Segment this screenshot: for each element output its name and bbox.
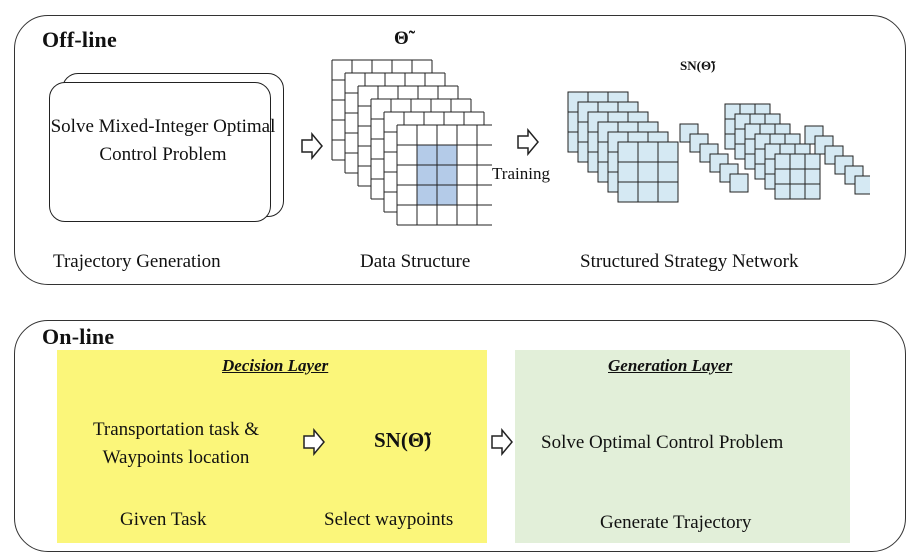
network-block — [854, 175, 870, 195]
offline-title: Off-line — [42, 27, 117, 52]
decision-layer-box — [57, 350, 487, 543]
arrow-right-icon — [301, 132, 323, 160]
training-label: Training — [492, 164, 550, 183]
task-text: Transportation task & Waypoints location — [92, 419, 260, 468]
theta-label: Θ̃ — [394, 28, 409, 49]
generation-layer-box — [515, 350, 850, 543]
arrow-right-icon — [303, 428, 325, 456]
arrow-right-icon — [491, 428, 513, 456]
network-sn-label: SN(Θ̃) — [680, 58, 716, 73]
arrow-right-icon — [517, 128, 539, 156]
decision-layer-title: Decision Layer — [222, 356, 329, 375]
caption-structured-strategy-network: Structured Strategy Network — [580, 251, 799, 272]
generation-layer-title: Generation Layer — [608, 356, 733, 375]
caption-select-waypoints: Select waypoints — [324, 509, 454, 530]
caption-generate-trajectory: Generate Trajectory — [600, 512, 752, 533]
solve-ocp-text: Solve Optimal Control Problem — [541, 432, 784, 453]
mip-text: Solve Mixed-Integer Optimal Control Prob… — [50, 116, 276, 165]
network-block — [617, 141, 679, 203]
data-structure-grid-stack — [331, 59, 492, 226]
sn-function-label: SN(Θ̃) — [374, 428, 432, 452]
network-block — [774, 153, 821, 200]
online-title: On-line — [42, 324, 115, 349]
caption-given-task: Given Task — [120, 509, 207, 530]
mip-card — [49, 82, 271, 222]
data-grid-layer — [396, 124, 492, 226]
network-block — [729, 173, 749, 193]
caption-trajectory-generation: Trajectory Generation — [53, 251, 221, 272]
structured-strategy-network-diagram — [567, 91, 870, 203]
caption-data-structure: Data Structure — [360, 251, 471, 272]
